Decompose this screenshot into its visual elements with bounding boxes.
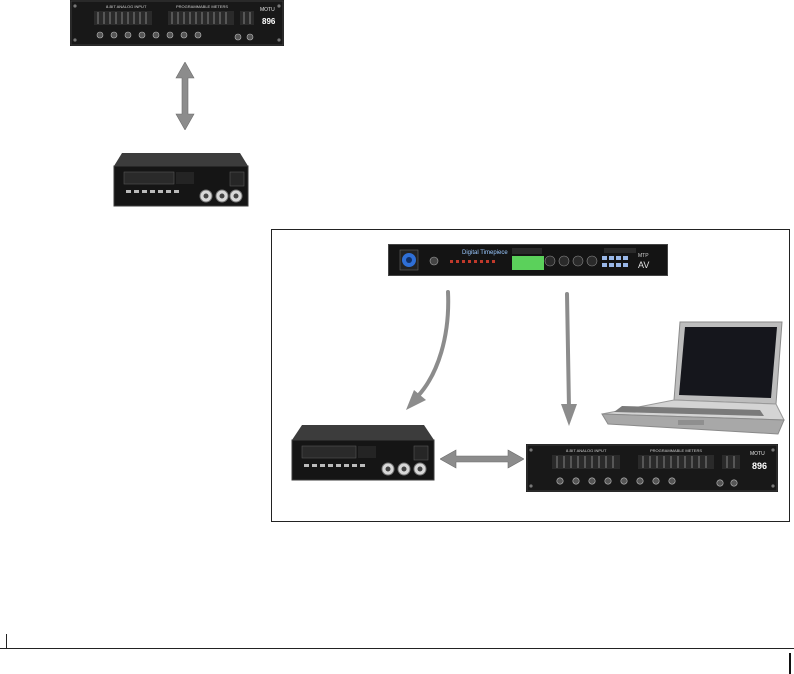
footer-rule bbox=[0, 648, 794, 649]
rack-screw bbox=[277, 38, 281, 42]
footer-rule-left-tick bbox=[6, 634, 7, 649]
bidirectional-arrow-vertical bbox=[175, 62, 195, 130]
jog-knobs bbox=[381, 462, 427, 476]
digital-timepiece-synchronizer: Digital Timepiece MTP AV bbox=[388, 244, 668, 276]
section-label-meters: PROGRAMMABLE METERS bbox=[176, 4, 228, 9]
gain-knobs bbox=[556, 477, 738, 487]
motu-896-interface-top: 8-BIT ANALOG INPUT PROGRAMMABLE METERS M… bbox=[70, 0, 284, 46]
curved-arrow-sync-to-deck bbox=[406, 290, 451, 410]
rack-screw bbox=[73, 38, 77, 42]
transport-buttons bbox=[304, 464, 365, 467]
footer-rule-right-tick bbox=[789, 653, 791, 674]
meter-ticks bbox=[556, 456, 735, 468]
device-name: Digital Timepiece bbox=[462, 250, 508, 256]
brand-label: MOTU bbox=[260, 7, 275, 13]
configuration-frame bbox=[271, 229, 790, 522]
brand-label: MOTU bbox=[750, 451, 765, 457]
status-leds bbox=[450, 260, 495, 263]
headphone-jack bbox=[429, 256, 439, 266]
meter-columns bbox=[94, 11, 254, 25]
gain-knobs bbox=[96, 31, 254, 41]
rack-screw bbox=[529, 448, 533, 452]
trackpad bbox=[678, 420, 704, 425]
motu-896-interface-bottom: 8-BIT ANALOG INPUT PROGRAMMABLE METERS M… bbox=[526, 444, 778, 492]
keyboard bbox=[614, 406, 764, 416]
mode-buttons bbox=[602, 256, 628, 267]
laptop-computer bbox=[601, 321, 785, 435]
model-label: 896 bbox=[262, 17, 276, 26]
model-label: 896 bbox=[752, 461, 767, 471]
video-deck-bottom bbox=[291, 425, 435, 481]
arrow-sync-to-interface bbox=[561, 292, 577, 426]
model-label: AV bbox=[638, 260, 649, 270]
jog-knobs bbox=[199, 189, 243, 203]
section-label-analog-input: 8-BIT ANALOG INPUT bbox=[566, 448, 607, 453]
bidirectional-arrow-horizontal bbox=[440, 449, 524, 469]
meter-ticks bbox=[97, 12, 251, 24]
video-deck-top bbox=[113, 153, 249, 207]
brand-label: MTP bbox=[638, 253, 649, 259]
rack-screw bbox=[277, 4, 281, 8]
control-knobs bbox=[544, 255, 598, 267]
transport-buttons bbox=[126, 190, 179, 193]
rack-screw bbox=[529, 484, 533, 488]
rack-screw bbox=[771, 484, 775, 488]
lcd-display bbox=[512, 256, 544, 270]
rack-screw bbox=[771, 448, 775, 452]
rack-screw bbox=[73, 4, 77, 8]
section-label-meters: PROGRAMMABLE METERS bbox=[650, 448, 702, 453]
laptop-screen bbox=[679, 327, 777, 398]
section-label-analog-input: 8-BIT ANALOG INPUT bbox=[106, 4, 147, 9]
